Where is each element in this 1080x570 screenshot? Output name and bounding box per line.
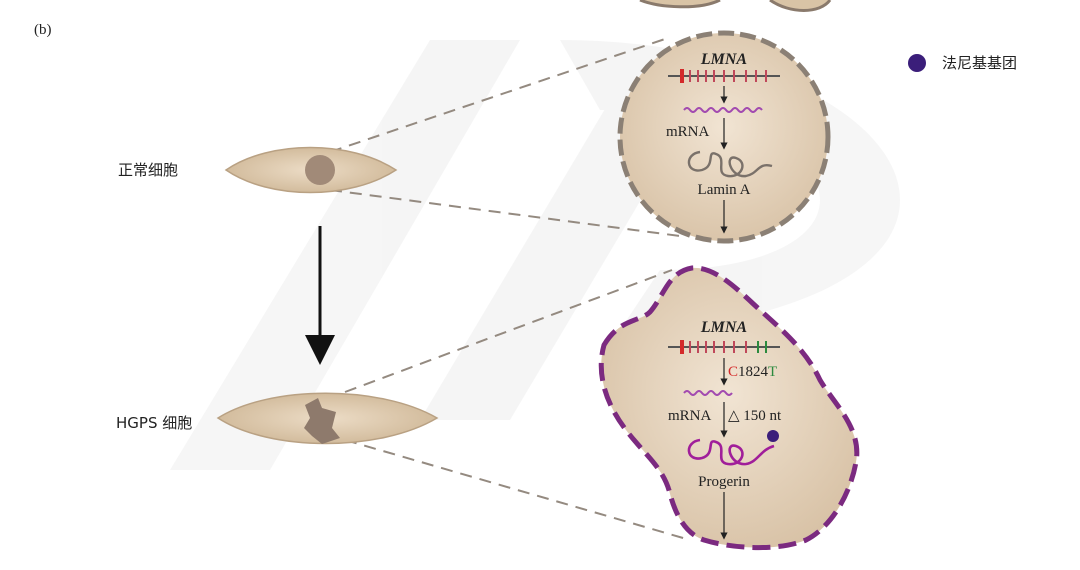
hgps-cell [216, 392, 439, 445]
hgps-mrna-label: mRNA [668, 408, 712, 424]
mutation-ref: C [728, 364, 738, 380]
normal-mrna-label: mRNA [666, 124, 710, 140]
normal-protein-label: Lamin A [698, 182, 751, 198]
normal-cell-nucleus [305, 155, 335, 185]
normal-protein-squiggle [687, 150, 773, 178]
mutation-alt: T [768, 364, 777, 380]
hgps-connectors [344, 269, 691, 541]
normal-cell [224, 146, 398, 194]
hgps-protein-label: Progerin [698, 474, 750, 490]
hgps-mutation: C1824T [728, 364, 777, 380]
legend-label: 法尼基基团 [942, 54, 1017, 72]
farnesyl-group-icon [767, 430, 779, 442]
normal-gene-label: LMNA [700, 51, 748, 68]
mutation-pos: 1824 [738, 364, 769, 380]
panel-label: (b) [34, 22, 52, 38]
farnesyl-dot-icon [908, 54, 926, 72]
normal-gene-bar [668, 69, 780, 83]
normal-mrna-wave [683, 107, 763, 113]
normal-cell-label: 正常细胞 [118, 161, 178, 179]
normal-nucleus-zoom: LMNA mRNA Lamin A [617, 30, 831, 244]
hgps-cell-nucleus [304, 398, 340, 444]
hgps-gene-bar [668, 340, 780, 354]
hgps-mrna-wave [683, 390, 733, 396]
hgps-cell-label: HGPS 细胞 [116, 414, 192, 432]
hgps-protein-squiggle [687, 438, 775, 466]
hgps-deletion-label: △ 150 nt [728, 408, 782, 424]
top-partial-shape [639, 0, 832, 12]
hgps-nucleus-zoom: LMNA C1824T mRNA △ 150 nt Proger [598, 265, 860, 551]
hgps-gene-label: LMNA [700, 319, 748, 336]
